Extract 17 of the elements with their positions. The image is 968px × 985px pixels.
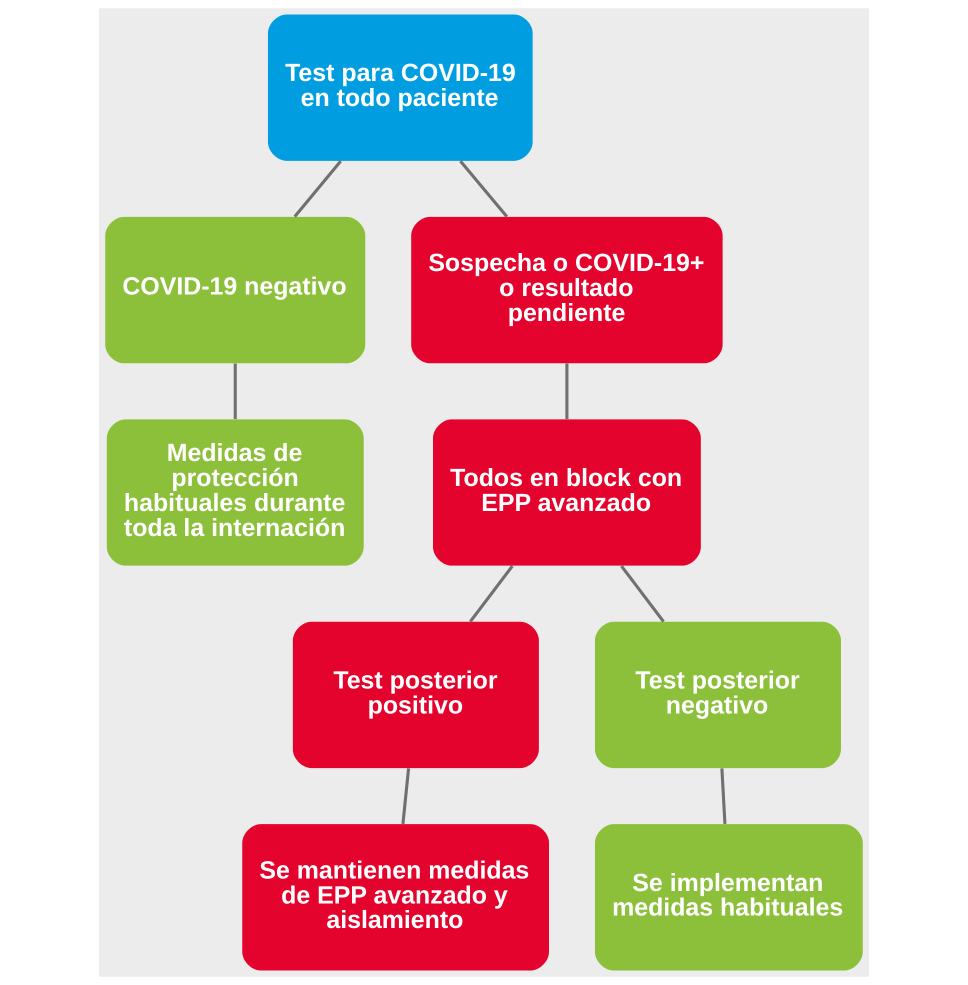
connector	[565, 364, 568, 420]
node-box: Todos en block con EPP avanzado	[433, 419, 701, 566]
connector	[459, 160, 508, 218]
node-box: Se mantienen medidas de EPP avanzado y aislamiento	[242, 824, 549, 971]
connector	[469, 565, 514, 622]
connector	[234, 364, 237, 420]
node-box: Se implementan medidas habituales	[594, 824, 863, 971]
node-box: Medidas de protección habituales durante toda la internación	[106, 419, 364, 566]
node-box: COVID-19 negativo	[105, 216, 366, 364]
connector	[720, 768, 726, 824]
node-box: Sospecha o COVID-19+ o resultado pendiente	[411, 216, 723, 364]
connector	[294, 160, 342, 218]
node-box: Test posterior positivo	[292, 622, 539, 768]
node-box: Test posterior negativo	[594, 622, 841, 768]
node-box: Test para COVID-19 en todo paciente	[268, 14, 533, 161]
connector	[401, 768, 410, 824]
connector	[620, 565, 665, 622]
